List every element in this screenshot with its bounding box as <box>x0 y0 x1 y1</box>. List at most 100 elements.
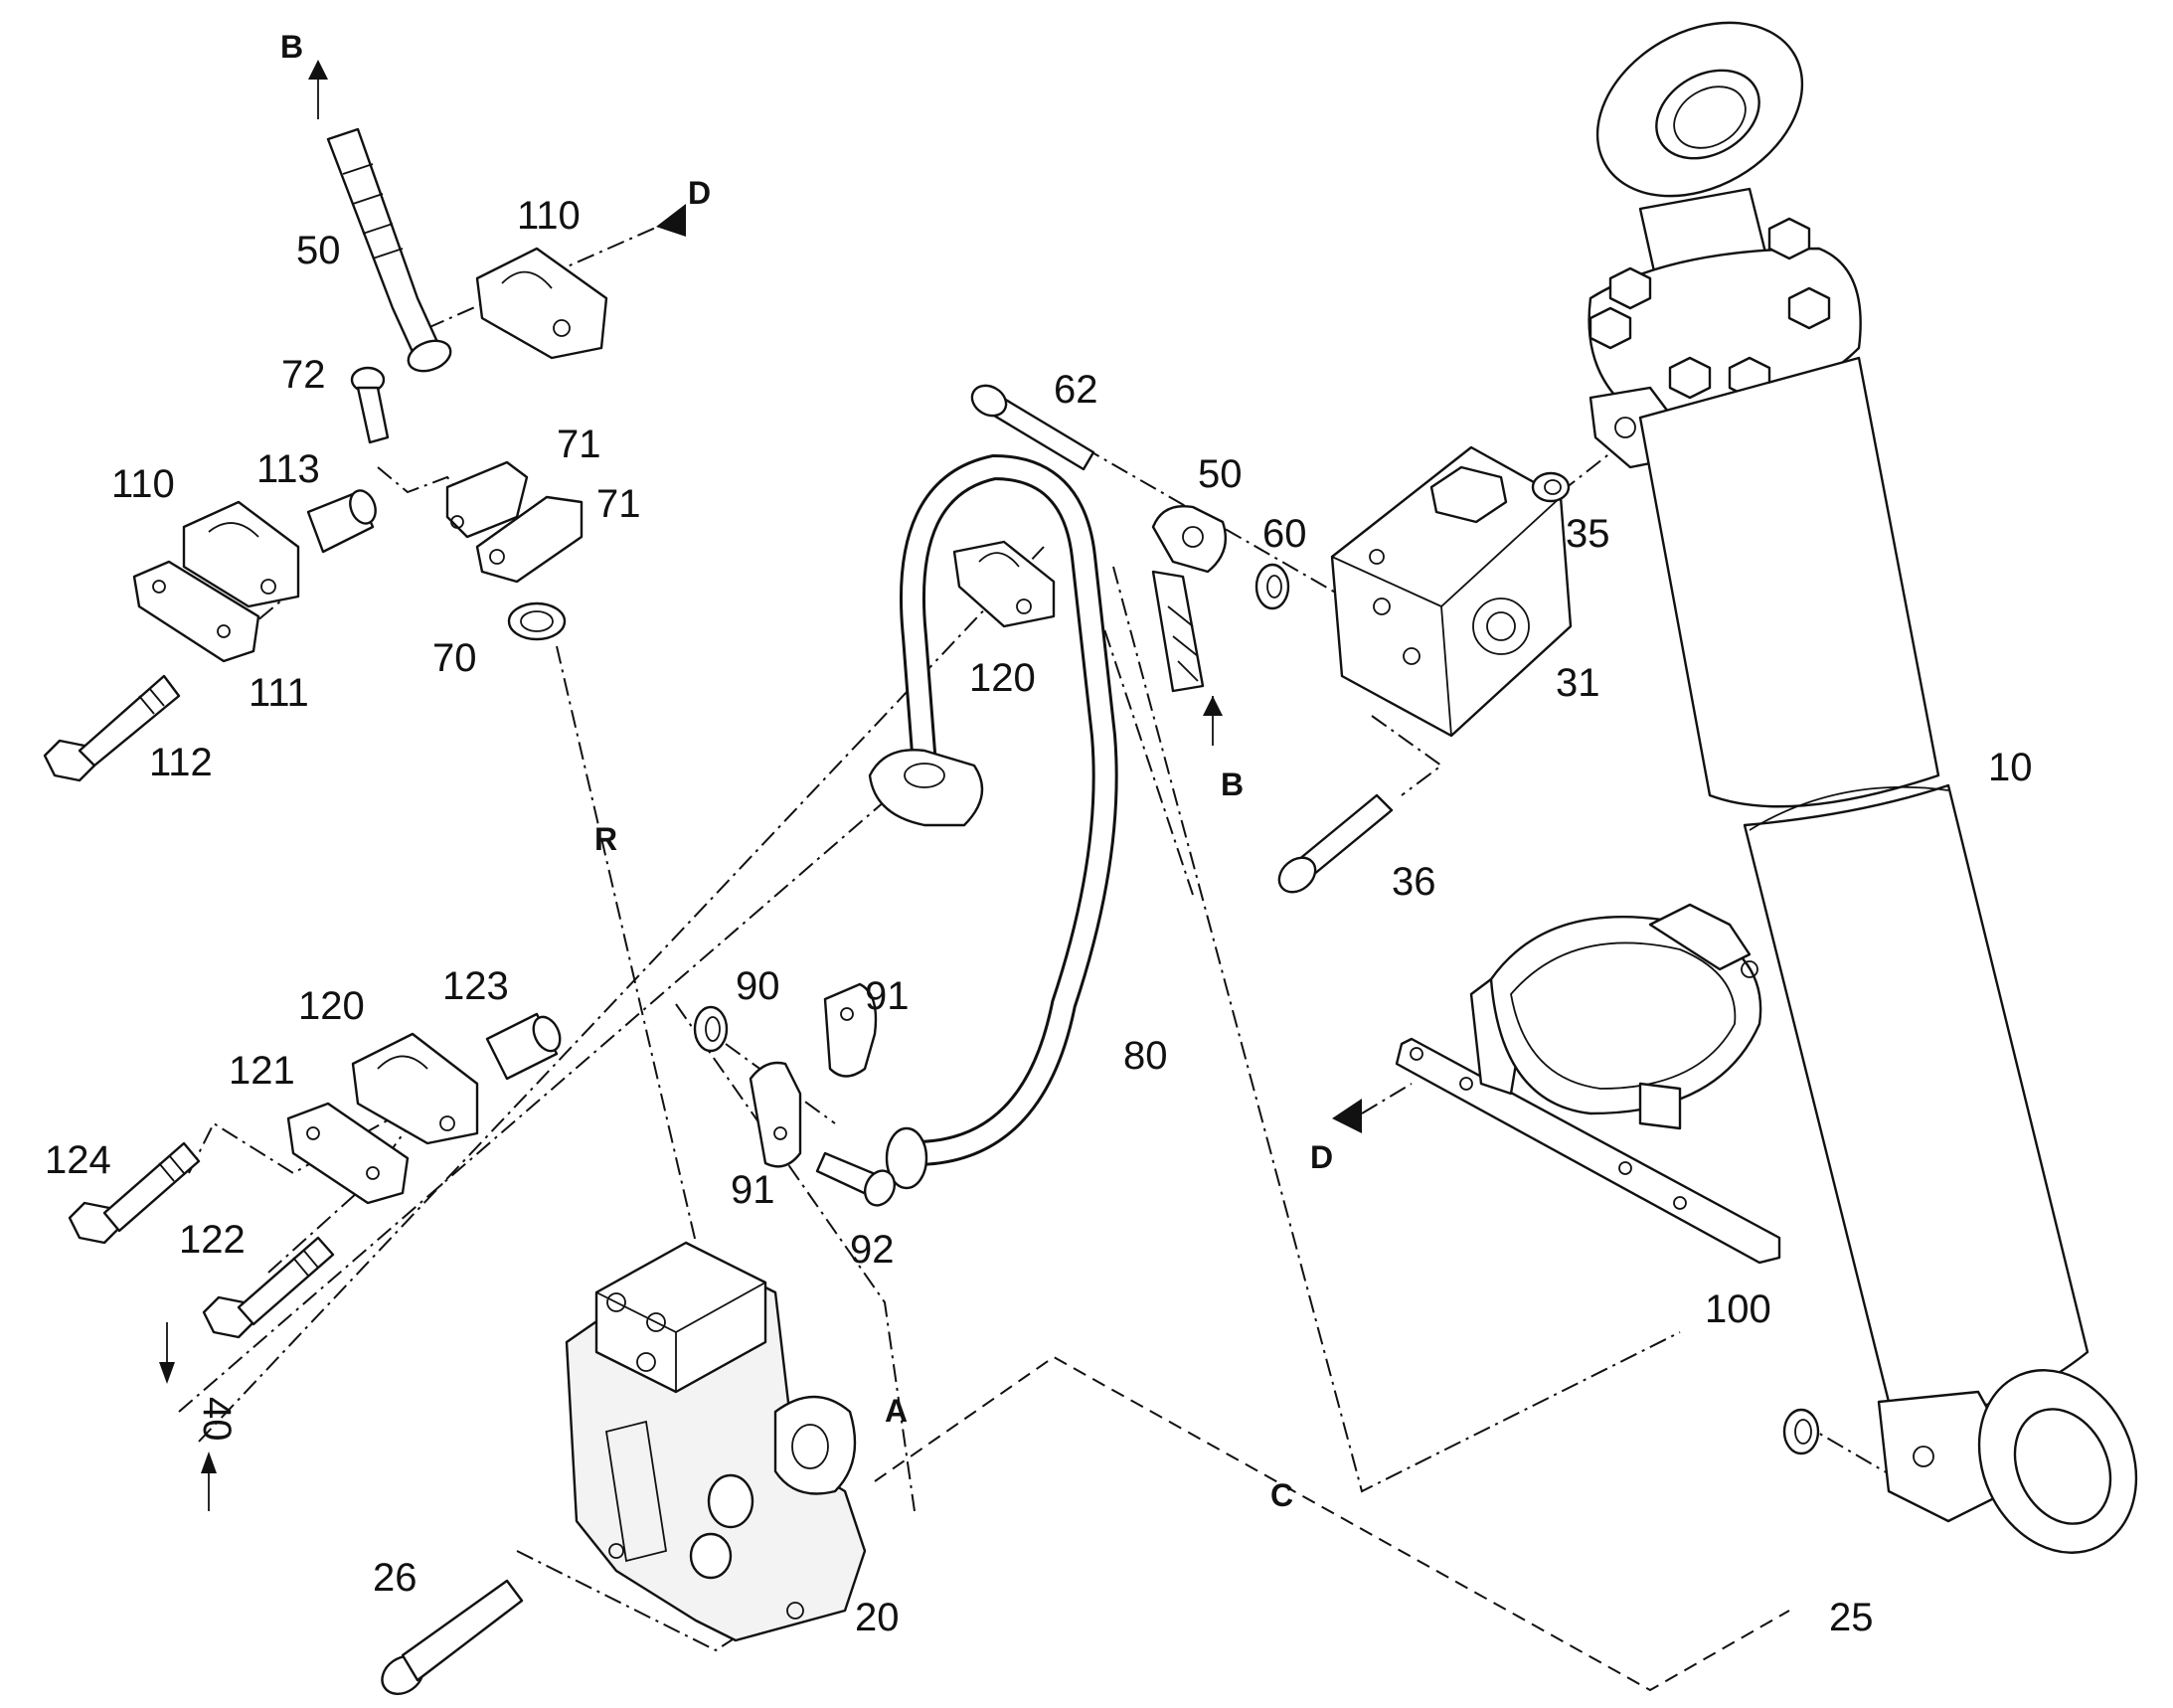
label-25: 25 <box>1829 1596 1874 1639</box>
label-90: 90 <box>736 964 780 1008</box>
clamp-120-left <box>351 1032 479 1145</box>
steering-unit <box>565 1241 867 1642</box>
label-62: 62 <box>1054 368 1098 412</box>
hose-50-mid <box>1151 570 1205 693</box>
clamp-110-left <box>182 500 300 608</box>
seal-25 <box>1782 1408 1820 1455</box>
screw-36 <box>1277 793 1394 894</box>
cylinder-rod-eye-bore <box>1655 69 1760 160</box>
pipe-80-body <box>902 456 1115 1163</box>
clamp-110-top <box>475 247 608 360</box>
arrow-b-mid <box>1203 696 1223 716</box>
seal-70 <box>507 601 567 641</box>
label-71-b: 71 <box>596 482 641 526</box>
label-26: 26 <box>373 1556 418 1600</box>
label-122: 122 <box>179 1218 246 1262</box>
connector-label-b-mid: B <box>1221 767 1244 802</box>
connector-label-d-top: D <box>688 175 711 211</box>
bushing-123 <box>485 1012 562 1081</box>
label-110-left: 110 <box>111 462 175 506</box>
label-70: 70 <box>432 636 477 680</box>
arrow-d-mid <box>1332 1099 1362 1133</box>
leader-r <box>556 645 697 1244</box>
connector-label-a: A <box>885 1393 908 1429</box>
leader-120-long <box>198 546 1045 1443</box>
label-50-top: 50 <box>296 229 341 272</box>
screw-62 <box>970 384 1095 471</box>
leader-123-long <box>178 774 916 1413</box>
cylinder-barrel-upper <box>1638 356 1940 808</box>
hose-50-top <box>326 127 452 373</box>
leader-a <box>675 1003 916 1512</box>
label-123: 123 <box>442 964 509 1008</box>
label-60: 60 <box>1262 512 1307 556</box>
label-dimension-40: 40 <box>195 1397 239 1442</box>
clamp-120-on-pipe <box>952 540 1056 628</box>
label-50-mid: 50 <box>1198 452 1243 496</box>
leader-124 <box>188 1103 418 1175</box>
plate-121 <box>286 1102 410 1205</box>
leader-80 <box>1073 536 1194 896</box>
label-92: 92 <box>850 1228 895 1272</box>
bracket-band <box>1489 915 1762 1115</box>
connector-label-c: C <box>1270 1477 1293 1513</box>
connector-arrows <box>308 60 1362 1133</box>
bolt-122 <box>202 1236 335 1339</box>
bolt-124 <box>68 1141 201 1245</box>
seal-90 <box>693 1005 729 1053</box>
label-91-b: 91 <box>731 1168 775 1212</box>
connector-label-r: R <box>594 821 617 857</box>
label-80: 80 <box>1123 1034 1168 1078</box>
label-72: 72 <box>281 353 326 397</box>
seal-60 <box>1254 563 1290 610</box>
leader-36 <box>1371 715 1443 796</box>
valve-block <box>1330 445 1573 738</box>
label-111: 111 <box>249 671 309 715</box>
part-labels: 10 20 25 26 31 35 36 50 50 60 62 70 71 7… <box>45 194 2033 1639</box>
connector-labels: B D B D R A C <box>280 29 1333 1513</box>
leader-d-mid <box>1361 1083 1413 1114</box>
label-10: 10 <box>1988 746 2033 789</box>
bracket-latch <box>1648 903 1752 971</box>
elbow-fitting-50 <box>1151 505 1228 693</box>
pipe-end-fitting <box>885 1126 928 1190</box>
bolt-26 <box>381 1579 524 1695</box>
valve-block-body <box>1330 445 1573 738</box>
label-120-pipe: 120 <box>969 656 1036 700</box>
arrow-d-top <box>656 204 686 237</box>
steering-unit-plug-2 <box>689 1532 733 1580</box>
label-113: 113 <box>256 447 320 491</box>
connector-label-d-mid: D <box>1310 1139 1333 1175</box>
label-35: 35 <box>1566 512 1610 556</box>
clamp-halves-71 <box>445 460 584 584</box>
label-100: 100 <box>1705 1287 1771 1331</box>
cylinder-base-eye-bore <box>2013 1408 2112 1525</box>
label-110-top: 110 <box>517 194 581 238</box>
label-31: 31 <box>1556 661 1600 705</box>
bolt-112 <box>43 674 181 782</box>
steering-unit-port <box>773 1395 857 1495</box>
label-91-a: 91 <box>865 974 910 1018</box>
connector-label-b-top: B <box>280 29 303 65</box>
label-121: 121 <box>229 1049 295 1093</box>
leader-b-mid <box>1112 566 1681 1493</box>
pipe-80 <box>868 453 1118 1190</box>
leader-c <box>874 1355 1790 1692</box>
valve-block-plug <box>1429 465 1508 524</box>
dimension-40 <box>159 1322 217 1511</box>
bushing-113 <box>306 489 377 554</box>
bracket-100 <box>1395 903 1781 1265</box>
label-20: 20 <box>855 1596 900 1639</box>
plate-111 <box>132 560 260 663</box>
label-112: 112 <box>149 741 213 784</box>
steering-unit-plug <box>707 1473 754 1529</box>
steering-unit-top-block <box>594 1241 767 1394</box>
label-124: 124 <box>45 1138 111 1182</box>
flange-halves-91 <box>749 982 878 1168</box>
label-36: 36 <box>1392 860 1436 904</box>
hydraulic-cylinder <box>1588 21 2138 1554</box>
label-120-left: 120 <box>298 984 365 1028</box>
label-71-a: 71 <box>557 423 601 466</box>
cylinder-barrel-lower <box>1743 783 2089 1412</box>
